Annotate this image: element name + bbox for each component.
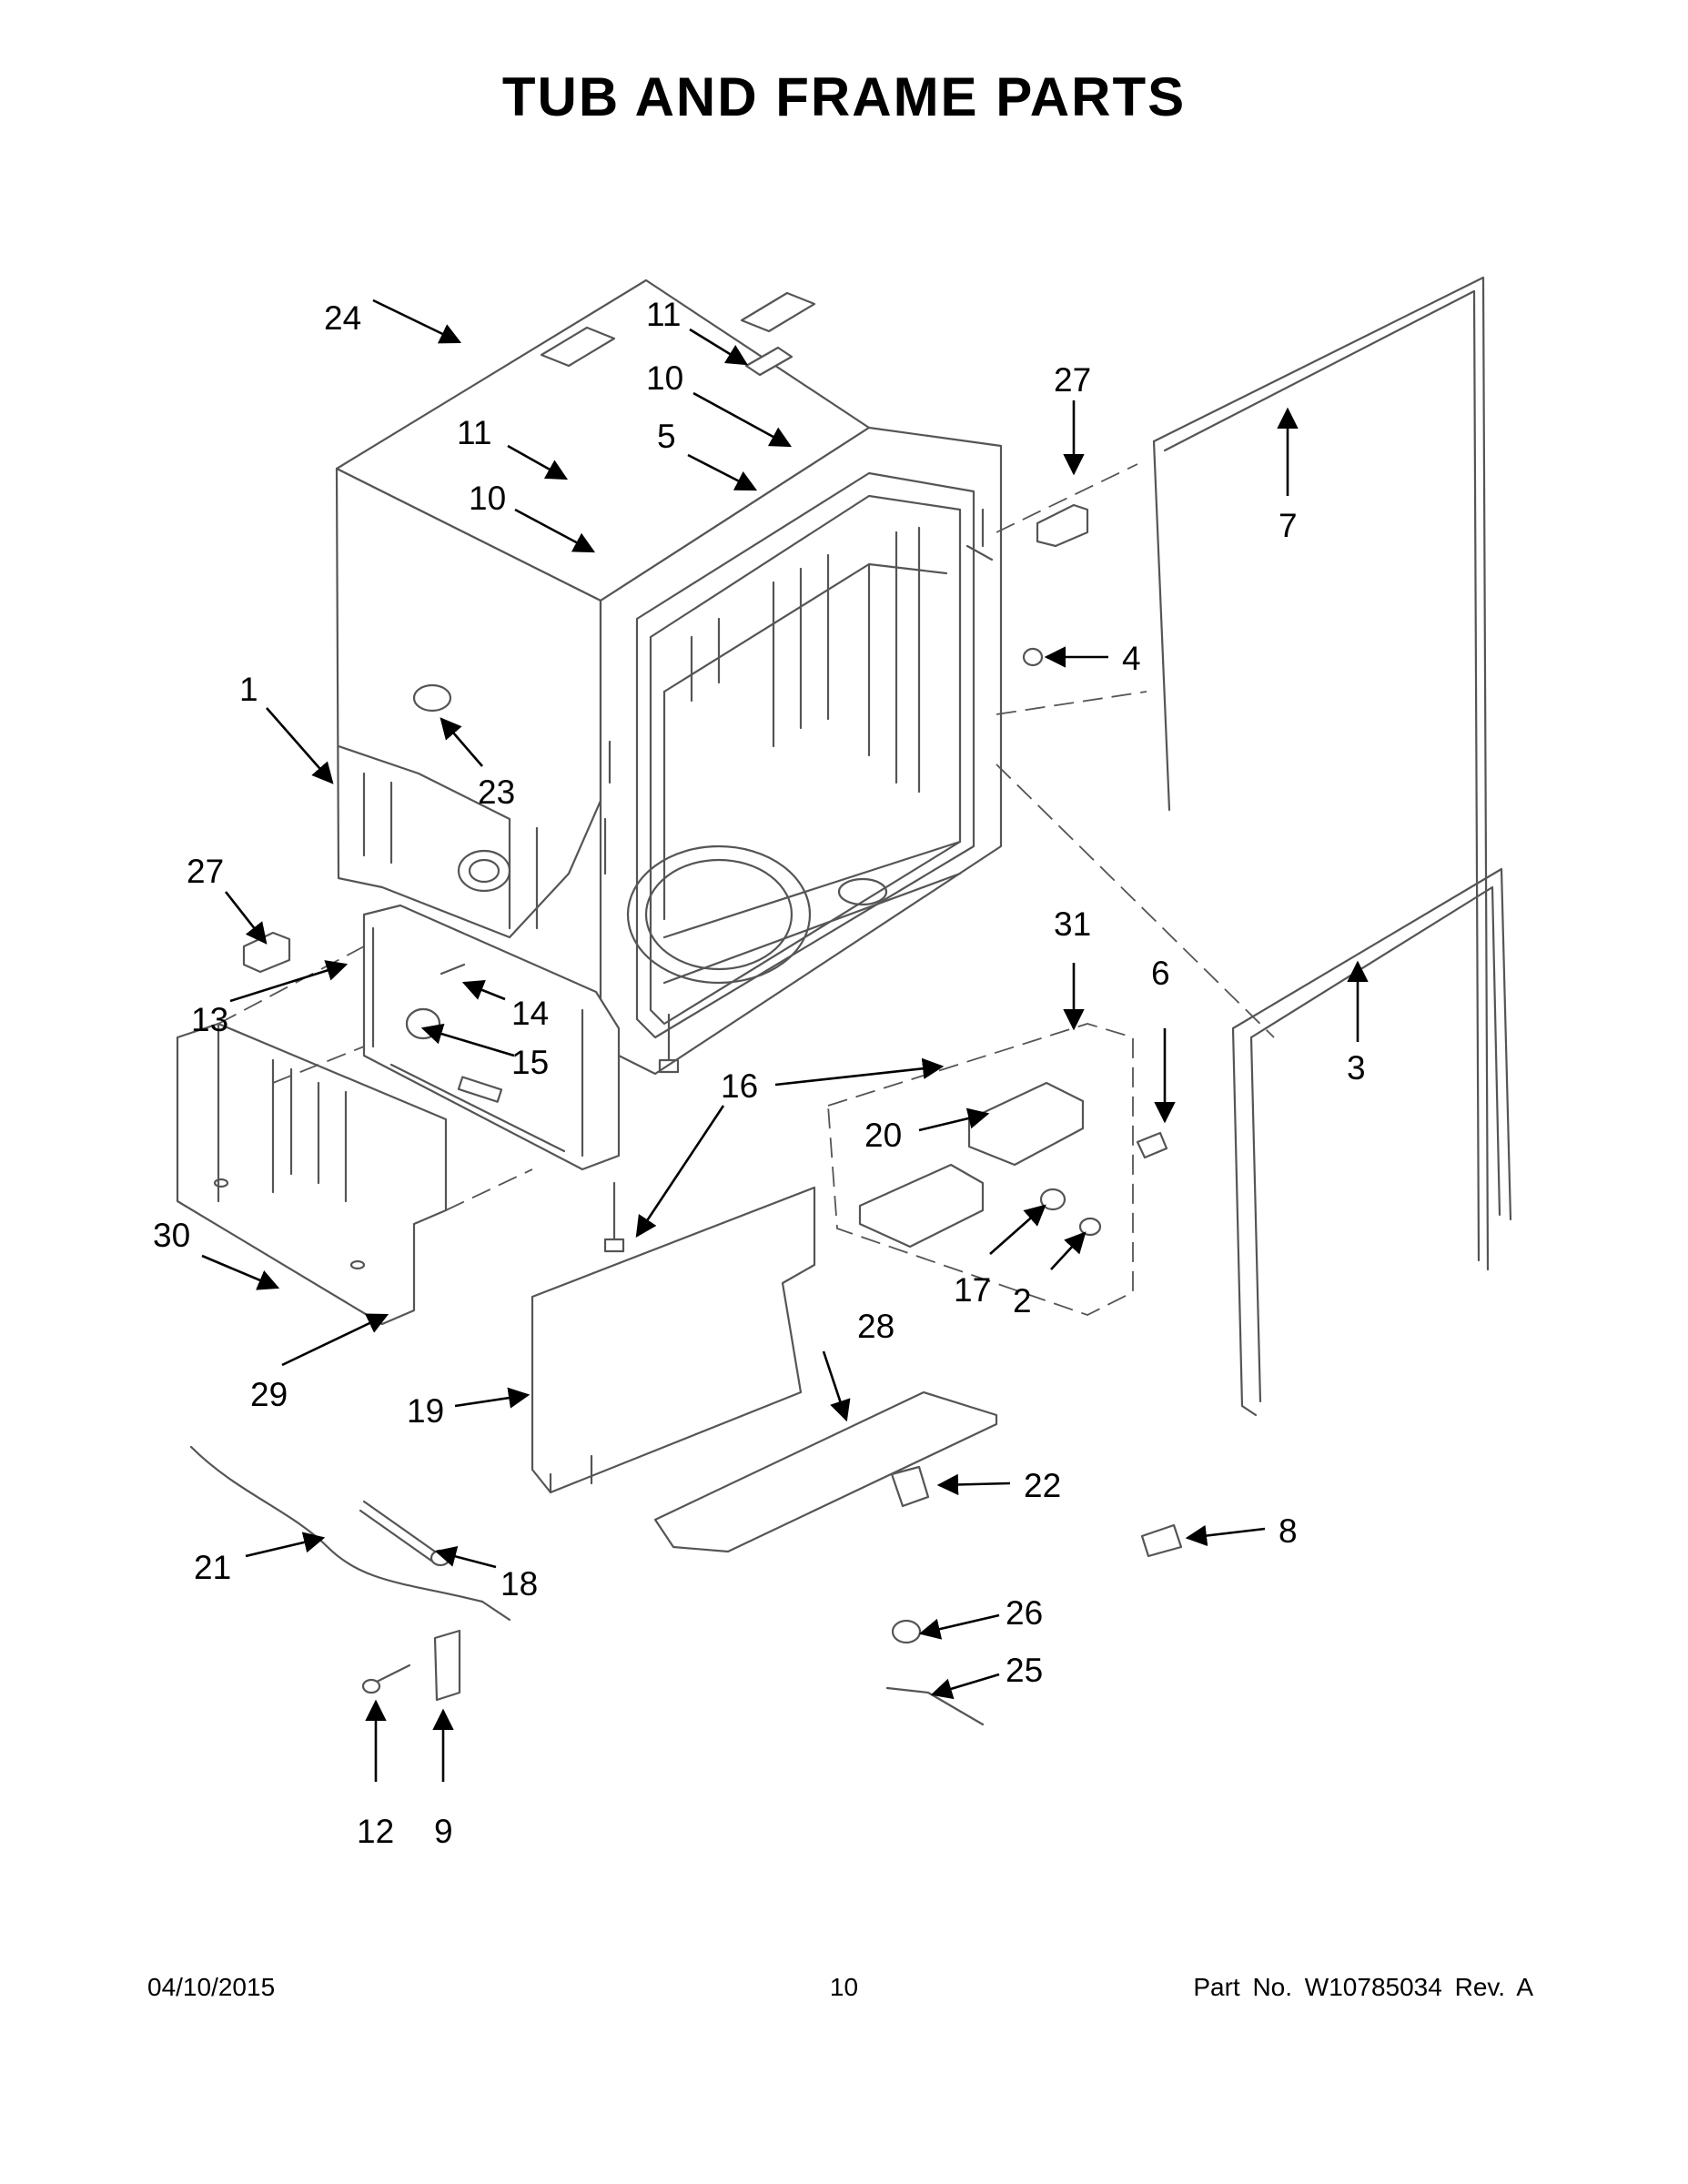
callout-10: 10 [469,480,506,517]
callout-24: 24 [324,299,361,337]
tub-drawing [335,278,1003,1076]
pad-28 [653,1390,998,1553]
callout-20: 20 [864,1117,902,1154]
callout-22: 22 [1024,1467,1061,1504]
footer-part-number: Part No. W10785034 Rev. A [1193,1973,1533,2001]
bracket-20 [967,1081,1085,1167]
assembly-guide-lines [217,463,1275,1316]
door-seal-3 [1231,867,1512,1417]
callout-7: 7 [1279,507,1298,544]
footer-date: 04/10/2015 [147,1973,276,2001]
clip-8 [1140,1523,1183,1558]
bracket-25 [885,1686,985,1726]
callout-12: 12 [357,1813,394,1850]
callout-17: 17 [954,1271,991,1309]
screw-2 [1078,1217,1102,1237]
callout-27: 27 [187,853,224,890]
shield-19 [531,1186,816,1494]
callout-9: 9 [434,1813,453,1850]
float-switch-22 [890,1465,930,1508]
callout-23: 23 [478,774,515,811]
callout-25: 25 [1006,1652,1043,1689]
callout-4: 4 [1122,640,1141,677]
screw-12 [371,1663,411,1685]
callout-10: 10 [646,359,683,397]
callout-6: 6 [1151,955,1170,992]
thermostat-26 [891,1619,922,1644]
callout-29: 29 [250,1376,288,1413]
wire-bundle-18 [359,1500,437,1562]
bolt-6 [1136,1131,1168,1159]
switch-bracket [858,1163,985,1249]
callout-2: 2 [1013,1282,1032,1320]
callout-21: 21 [194,1549,231,1586]
callout-28: 28 [857,1308,895,1345]
page-title: TUB AND FRAME PARTS [501,66,1187,127]
callout-11: 11 [457,414,491,451]
callout-11: 11 [646,296,681,333]
insulation-block-drawing [176,1022,448,1326]
leveling-leg-16b [603,1181,625,1253]
callout-1: 1 [239,671,258,708]
screw-23 [412,683,452,713]
callout-19: 19 [407,1392,444,1430]
bushing-17 [1039,1188,1066,1211]
callout-14: 14 [511,995,549,1032]
screw-14 [440,963,466,976]
callout-5: 5 [657,418,676,455]
callout-16: 16 [721,1067,758,1105]
plug-4 [1022,647,1044,667]
door-strike-27-left [242,931,291,974]
leveling-leg-16a [658,1013,680,1074]
grommet-15 [405,1007,441,1040]
bracket-9 [433,1629,461,1702]
footer-page-number: 10 [829,1973,859,2001]
callout-30: 30 [153,1217,190,1254]
callout-3: 3 [1347,1049,1366,1087]
callout-31: 31 [1054,905,1091,943]
callout-26: 26 [1006,1594,1043,1632]
callout-8: 8 [1279,1512,1298,1550]
leader-arrows [201,298,1369,1782]
harness-21 [189,1445,511,1622]
callout-27: 27 [1054,361,1091,399]
callout-15: 15 [511,1044,549,1081]
callout-13: 13 [191,1001,228,1038]
door-gasket-7 [1152,276,1490,1271]
door-strike-27 [1036,503,1089,548]
callout-18: 18 [500,1565,538,1603]
